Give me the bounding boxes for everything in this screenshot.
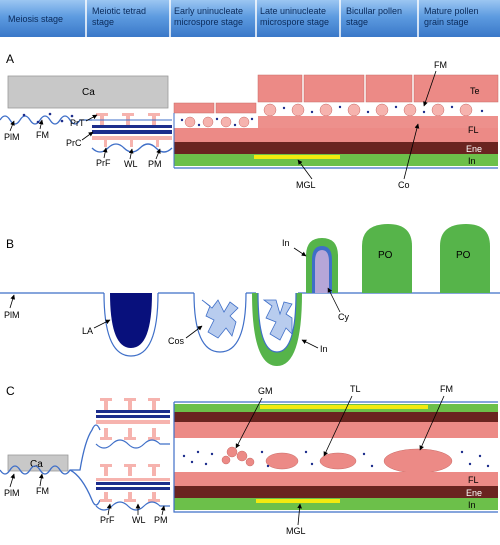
prc-label: PrC xyxy=(66,138,82,148)
plm-label-b: PlM xyxy=(4,310,20,320)
prf-label: PrF xyxy=(96,158,111,168)
pollen-orbicule-1 xyxy=(362,224,412,293)
cos-label: Cos xyxy=(168,336,185,346)
tapetum-label: Te xyxy=(470,86,480,96)
la-label: LA xyxy=(82,326,93,336)
po-label-2: PO xyxy=(456,250,471,261)
lipid-aggregate xyxy=(110,293,152,348)
mgl-label-c: MGL xyxy=(286,526,306,536)
plm-label-c: PlM xyxy=(4,488,20,498)
plm-label: PlM xyxy=(4,132,20,142)
plasma-membrane-c xyxy=(0,424,101,475)
stage-header: Meiosis stage Meiotic tetrad stage Early… xyxy=(0,0,500,37)
anther-wall-c xyxy=(173,401,498,513)
fm-top-label: FM xyxy=(434,60,447,70)
panel-c: C Ca xyxy=(0,384,498,536)
stage-header-bar xyxy=(0,0,500,37)
pm-label-c: PM xyxy=(154,515,168,525)
cy-label: Cy xyxy=(338,312,349,322)
primexine-structure xyxy=(92,113,172,147)
fl-label-c: FL xyxy=(468,475,479,485)
intine-inclusion xyxy=(262,299,293,341)
pollen-orbicule-2 xyxy=(440,224,490,293)
stage-label-early-microspore: Early uninucleate microspore stage xyxy=(174,6,246,27)
prt-label: PrT xyxy=(70,118,85,128)
in-label: In xyxy=(468,156,476,166)
in-label-bottom: In xyxy=(320,344,328,354)
in-label-top: In xyxy=(282,238,290,248)
anther-wall-a xyxy=(173,74,499,169)
mgl-layer xyxy=(254,155,340,159)
callose-label-c: Ca xyxy=(30,459,43,470)
panel-b-letter: B xyxy=(6,237,14,251)
pm-label: PM xyxy=(148,159,162,169)
callose-label: Ca xyxy=(82,87,95,98)
in-label-c: In xyxy=(468,500,476,510)
fm-left-label: FM xyxy=(36,130,49,140)
wl-label-c: WL xyxy=(132,515,146,525)
callose-layer xyxy=(7,75,169,109)
panel-b: B PO PO PlM LA Cos In In Cy xyxy=(0,224,500,366)
stage-label-tetrad: Meiotic tetrad stage xyxy=(92,6,149,27)
panel-a: A Ca xyxy=(0,52,499,190)
cytoplasm xyxy=(315,250,329,293)
stage-label-late-microspore: Late uninucleate microspore stage xyxy=(260,6,329,27)
stage-label-mature: Mature pollen grain stage xyxy=(424,6,481,27)
stage-label-meiosis: Meiosis stage xyxy=(8,14,63,24)
primexine-structure-c xyxy=(96,398,170,502)
co-label: Co xyxy=(398,180,410,190)
panel-a-letter: A xyxy=(6,52,14,66)
wl-label: WL xyxy=(124,159,138,169)
ene-label: Ene xyxy=(466,144,482,154)
intine-cup xyxy=(252,293,302,366)
fm-top-label-c: FM xyxy=(440,384,453,394)
tl-label: TL xyxy=(350,384,361,394)
fm-left-label-c: FM xyxy=(36,486,49,496)
fl-label: FL xyxy=(468,125,479,135)
ene-label-c: Ene xyxy=(466,488,482,498)
stage-label-bicellular: Bicullar pollen stage xyxy=(346,6,405,27)
prf-label-c: PrF xyxy=(100,515,115,525)
panel-c-letter: C xyxy=(6,384,15,398)
po-label-1: PO xyxy=(378,250,393,261)
gm-label: GM xyxy=(258,386,273,396)
mgl-label: MGL xyxy=(296,180,316,190)
cosmetic-inclusion xyxy=(201,299,239,339)
